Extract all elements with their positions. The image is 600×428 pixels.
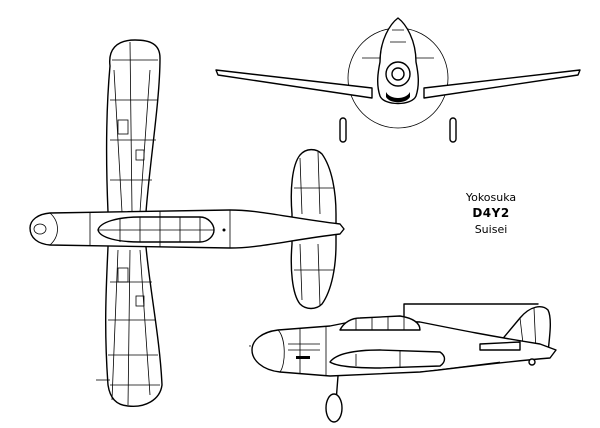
- side-view-fuselage: [251, 319, 557, 377]
- front-view-fuselage: [377, 17, 419, 105]
- front-view-wing: [215, 69, 373, 99]
- top-view: [29, 39, 345, 407]
- side-view-main-wheel: [325, 393, 343, 423]
- front-view: [215, 17, 581, 143]
- manufacturer-label: Yokosuka: [465, 191, 517, 204]
- front-view-gear-right: [449, 117, 457, 143]
- aircraft-caption: Yokosuka D4Y2 Suisei: [448, 190, 534, 237]
- designation-label: D4Y2: [472, 206, 510, 220]
- side-view: [96, 303, 557, 423]
- front-view-gear-left: [339, 117, 347, 143]
- top-view-canopy: [97, 216, 215, 243]
- aircraft-name-label: Suisei: [474, 223, 508, 236]
- side-view-canopy: [339, 315, 421, 331]
- side-view-wing: [329, 349, 446, 369]
